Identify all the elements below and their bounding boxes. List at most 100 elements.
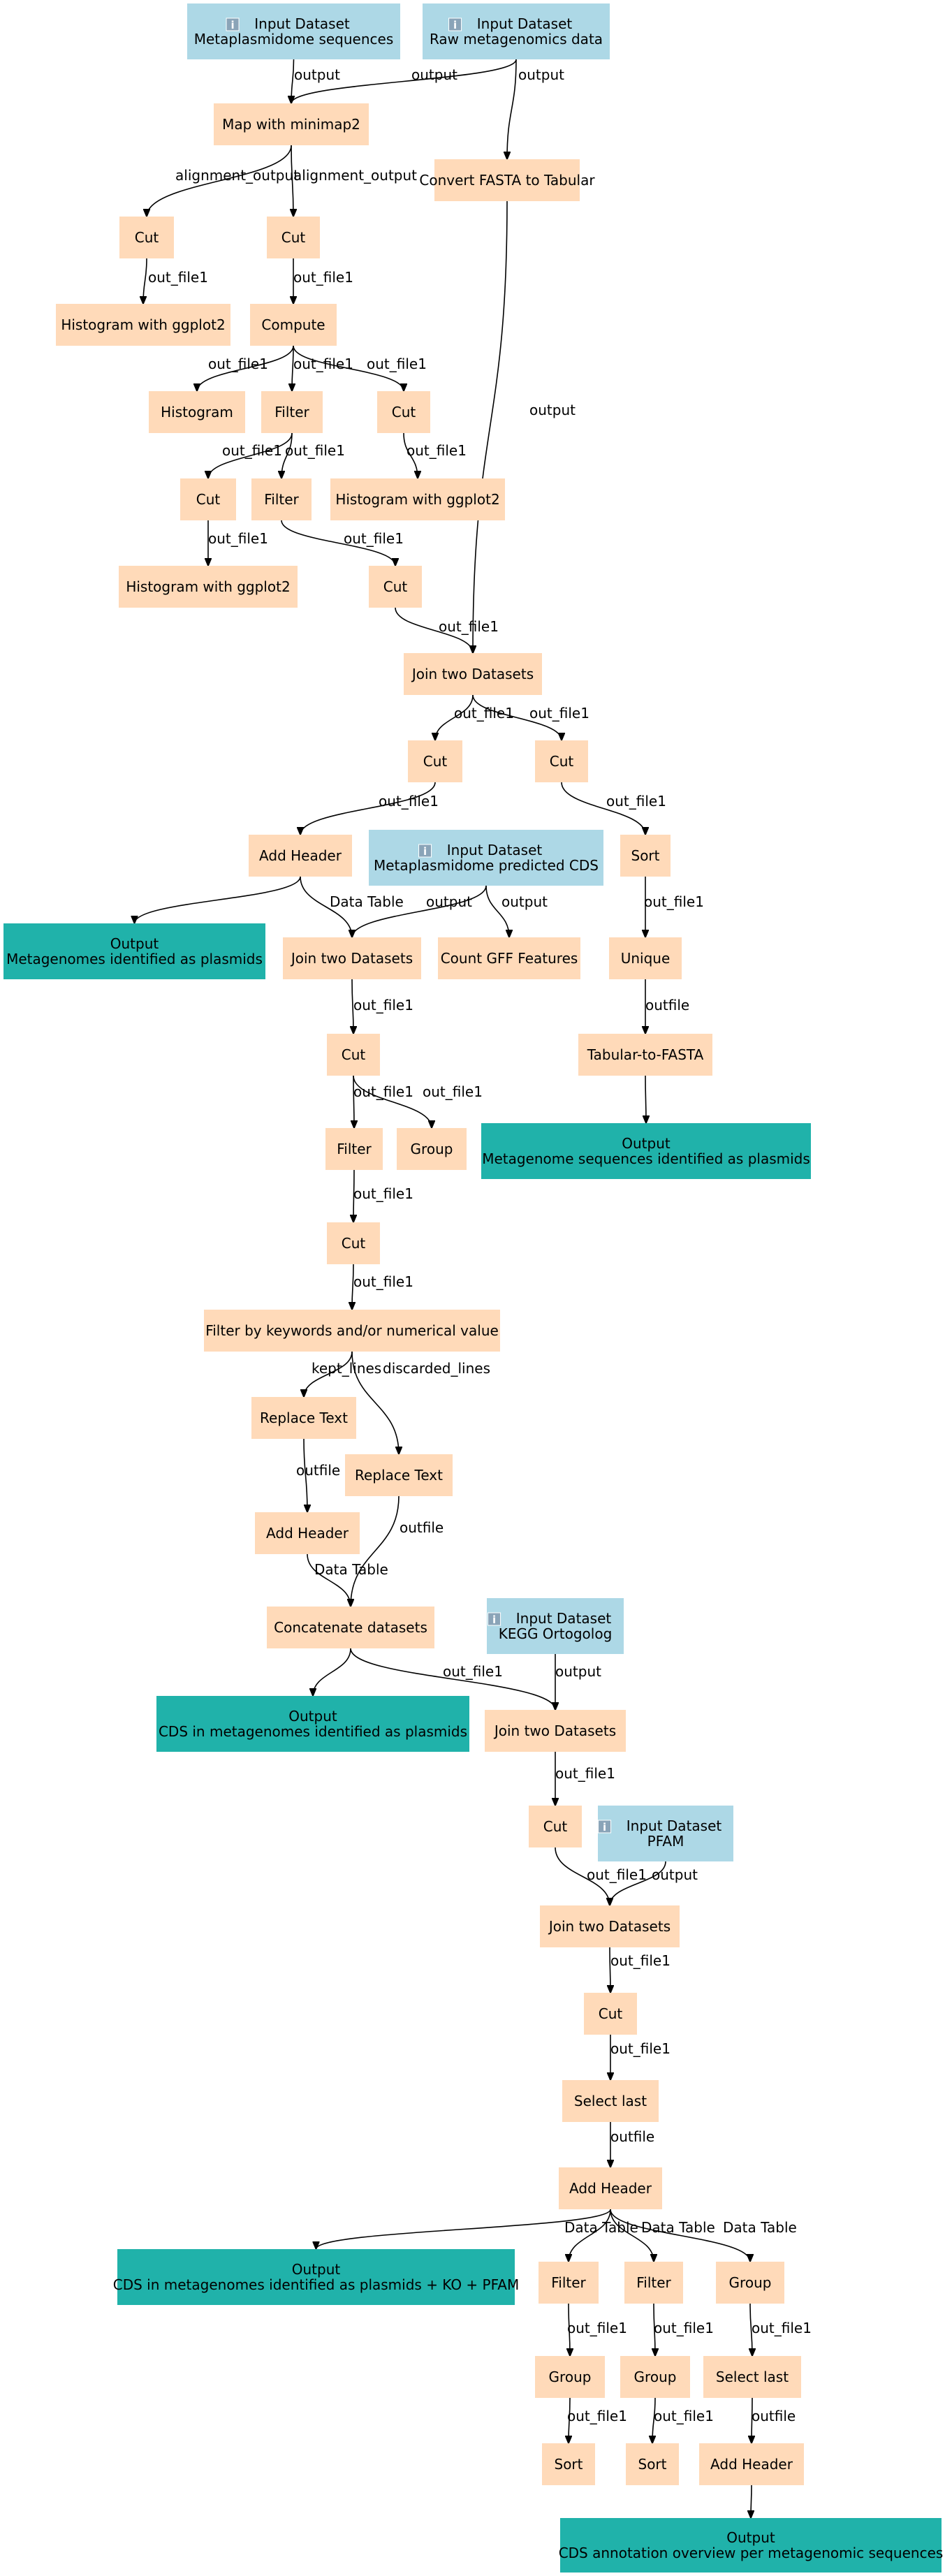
edge-label: out_file1: [293, 356, 353, 372]
tool-node-group1[interactable]: Group: [397, 1128, 467, 1170]
tool-node-cut9[interactable]: Cut: [327, 1222, 380, 1264]
tool-node-filterkw[interactable]: Filter by keywords and/or numerical valu…: [204, 1310, 500, 1352]
node-box: [214, 103, 369, 145]
tool-node-replace2[interactable]: Replace Text: [345, 1454, 453, 1496]
tool-node-cut7[interactable]: Cut: [535, 740, 588, 782]
tool-node-cut10[interactable]: Cut: [529, 1806, 582, 1847]
node-label-line: Select last: [716, 2369, 789, 2385]
tool-node-filter4[interactable]: Filter: [539, 2262, 599, 2304]
node-label-line: KEGG Ortogolog: [499, 1625, 613, 1642]
tool-node-cut11[interactable]: Cut: [584, 1993, 637, 2035]
edge-join1-to-cut6: [435, 694, 474, 740]
tool-node-cut1[interactable]: Cut: [119, 217, 174, 258]
tool-node-join3[interactable]: Join two Datasets: [485, 1710, 626, 1752]
tool-node-unique[interactable]: Unique: [609, 937, 682, 979]
tool-node-join4[interactable]: Join two Datasets: [540, 1905, 680, 1947]
tool-node-filter1[interactable]: Filter: [261, 391, 323, 433]
tool-node-cut6[interactable]: Cut: [408, 740, 462, 782]
tool-node-sort3[interactable]: Sort: [626, 2443, 679, 2485]
node-label-line: Cut: [392, 404, 416, 420]
tool-node-addheader3[interactable]: Add Header: [559, 2167, 662, 2209]
edge-group2-to-sort2: [569, 2397, 570, 2443]
tool-node-join1[interactable]: Join two Datasets: [404, 653, 542, 695]
tool-node-hist3[interactable]: Histogram with ggplot2: [119, 566, 298, 608]
edge-label: discarded_lines: [383, 1360, 490, 1377]
tool-node-compute[interactable]: Compute: [250, 304, 337, 346]
edge-cut1-to-hist1: [143, 258, 147, 304]
node-label-line: Select last: [574, 2093, 647, 2109]
tool-node-concat[interactable]: Concatenate datasets: [267, 1607, 434, 1648]
tool-node-cut5[interactable]: Cut: [369, 566, 422, 608]
node-box: [542, 2443, 595, 2485]
tool-node-cut4[interactable]: Cut: [180, 478, 236, 520]
node-label-line: Add Header: [710, 2456, 793, 2473]
tool-node-group4[interactable]: Group: [716, 2262, 784, 2304]
tool-node-cut8[interactable]: Cut: [327, 1034, 380, 1076]
edge-addheader2-to-concat: [307, 1553, 351, 1607]
tool-node-tab2fasta[interactable]: Tabular-to-FASTA: [578, 1034, 712, 1076]
node-box: [369, 830, 603, 886]
tool-node-addheader1[interactable]: Add Header: [249, 835, 352, 877]
tool-node-addheader2[interactable]: Add Header: [255, 1512, 360, 1554]
tool-node-group2[interactable]: Group: [535, 2356, 605, 2398]
edge-compute-to-filter1: [292, 345, 293, 391]
tool-node-join2[interactable]: Join two Datasets: [283, 937, 421, 979]
edge-addheader1-to-out1: [135, 876, 301, 923]
tool-node-hist2[interactable]: Histogram with ggplot2: [330, 478, 505, 520]
tool-node-sort1[interactable]: Sort: [620, 835, 671, 877]
tool-node-filter3[interactable]: Filter: [325, 1128, 383, 1170]
node-label-line: Output: [622, 1135, 671, 1152]
edge-label: out_file1: [208, 356, 268, 372]
edge-label: out_file1: [752, 2320, 812, 2336]
node-label-line: Filter: [274, 404, 309, 420]
node-label-line: Metaplasmidome sequences: [194, 31, 394, 47]
tool-node-sort2[interactable]: Sort: [542, 2443, 595, 2485]
edge-label: alignment_output: [175, 167, 299, 184]
tool-node-filter5[interactable]: Filter: [624, 2262, 683, 2304]
node-box: [624, 2262, 683, 2304]
svg-text:i: i: [423, 845, 427, 858]
node-label-line: Cut: [599, 2005, 623, 2022]
edge-label: out_file1: [148, 269, 208, 286]
tool-node-minimap[interactable]: Map with minimap2: [214, 103, 369, 145]
edge-cut9-to-filterkw: [352, 1264, 353, 1310]
node-label-line: Concatenate datasets: [274, 1619, 427, 1636]
tool-node-addheader4[interactable]: Add Header: [699, 2443, 804, 2485]
tool-node-group3[interactable]: Group: [620, 2356, 690, 2398]
node-label-line: Input Dataset: [477, 15, 573, 32]
node-label-line: Compute: [261, 316, 325, 333]
tool-node-countgff[interactable]: Count GFF Features: [438, 937, 580, 979]
tool-node-replace1[interactable]: Replace Text: [251, 1397, 356, 1439]
node-box: [620, 2356, 690, 2398]
edge-label: Data Table: [564, 2219, 638, 2236]
edge-label: out_file1: [443, 1663, 503, 1680]
node-box: [255, 1512, 360, 1554]
tool-node-cut2[interactable]: Cut: [267, 217, 320, 258]
tool-node-hist1[interactable]: Histogram with ggplot2: [56, 304, 230, 346]
tool-node-selectlast1[interactable]: Select last: [562, 2080, 659, 2122]
node-box: [584, 1993, 637, 2035]
tool-node-cut3[interactable]: Cut: [377, 391, 430, 433]
edge-cut7-to-sort1: [561, 782, 645, 835]
tool-node-filter2[interactable]: Filter: [251, 478, 312, 520]
edge-label: outfile: [610, 2128, 654, 2145]
node-label-line: Unique: [621, 950, 671, 967]
tool-node-histogram[interactable]: Histogram: [149, 391, 245, 433]
edge-group3-to-sort3: [652, 2397, 655, 2443]
node-box: [540, 1905, 680, 1947]
node-label-line: CDS annotation overview per metagenomic …: [559, 2545, 944, 2561]
edge-concat-to-join3: [350, 1648, 555, 1710]
node-label-line: Output: [110, 935, 159, 952]
tool-node-selectlast2[interactable]: Select last: [703, 2356, 801, 2398]
tool-node-convert[interactable]: Convert FASTA to Tabular: [419, 159, 595, 201]
